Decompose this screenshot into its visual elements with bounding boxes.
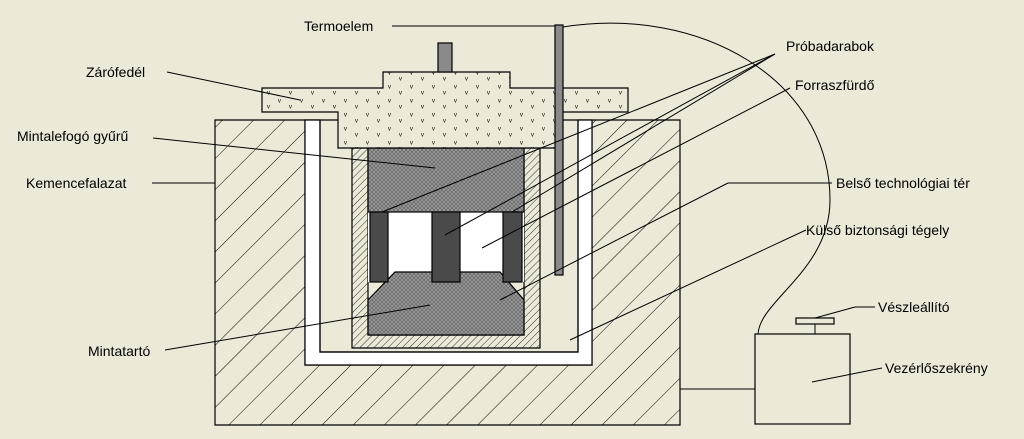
specimen-left — [369, 211, 389, 283]
label-zarofedel: Zárófedél — [86, 64, 145, 80]
control-cabinet — [754, 333, 851, 425]
thermocouple — [554, 24, 564, 276]
label-termoelem: Termoelem — [304, 18, 373, 34]
label-forraszfurdo: Forraszfürdő — [795, 77, 875, 93]
label-mintatarto: Mintatartó — [88, 343, 150, 359]
sample-holding-ring — [367, 147, 525, 213]
closing-lid — [261, 71, 629, 149]
label-kulso-biztonsagi-tegely: Külső biztonsági tégely — [806, 222, 949, 238]
label-belso-technologiai-ter: Belső technológiai tér — [836, 175, 970, 191]
specimen-right — [502, 211, 523, 283]
label-kemencefalazat: Kemencefalazat — [26, 175, 127, 191]
sample-holder — [367, 271, 525, 336]
lid-knob — [437, 42, 453, 73]
label-mintalefogo-gyuru: Mintalefogó gyűrű — [17, 128, 129, 144]
thermocouple-cable — [562, 22, 831, 335]
label-probadarabok: Próbadarabok — [786, 38, 875, 54]
specimen-center — [431, 211, 461, 283]
label-veszleallito: Vészleállító — [878, 299, 950, 315]
emergency-stop-button — [795, 317, 835, 325]
label-vezerloszekreny: Vezérlőszekrény — [885, 360, 988, 376]
